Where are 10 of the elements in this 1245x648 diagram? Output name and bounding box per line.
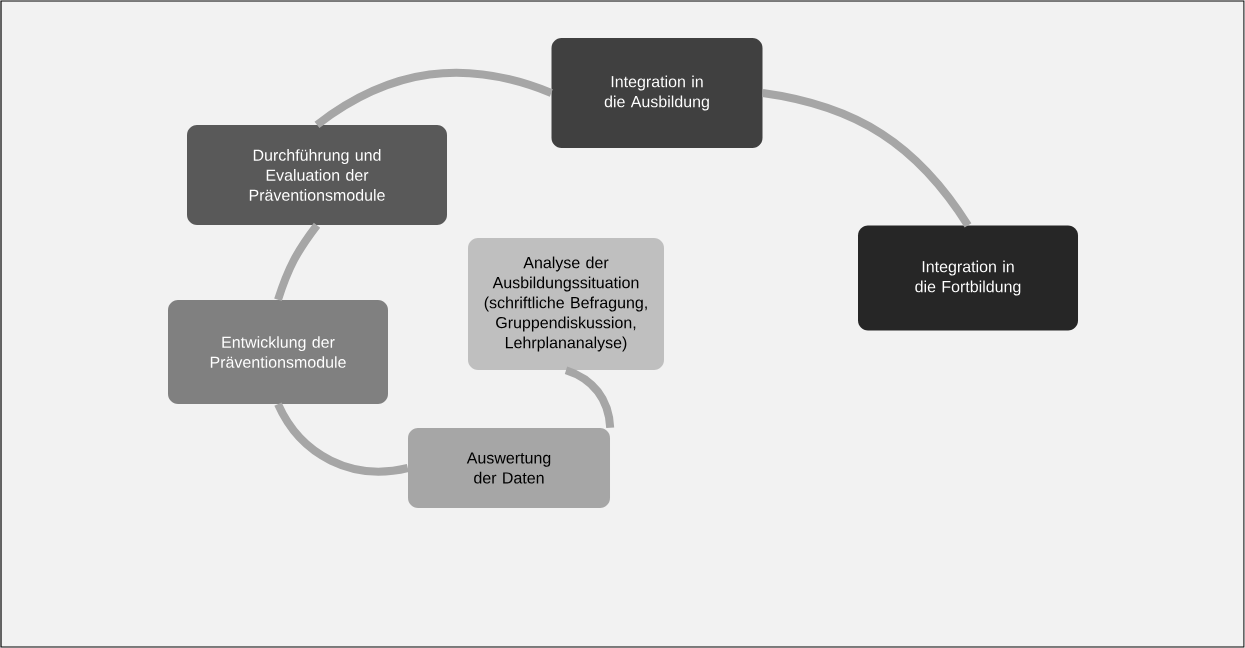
process-box: Entwicklung der Präventionsmodule: [168, 300, 388, 404]
connector-arc: [564, 366, 615, 429]
connector-arc: [274, 222, 321, 302]
process-box: Analyse der Ausbildungssituation (schriftliche Befragung, Gruppendiskussion, Lehrplananalyse): [468, 238, 664, 370]
connector-arc: [314, 68, 553, 129]
process-box: Durchführung und Evaluation der Präventionsmodule: [187, 125, 447, 225]
connector-arc: [274, 402, 409, 476]
process-box: Integration in die Ausbildung: [551, 38, 763, 148]
process-box: Integration in die Fortbildung: [858, 225, 1078, 331]
process-box: Auswertung der Daten: [408, 428, 610, 508]
